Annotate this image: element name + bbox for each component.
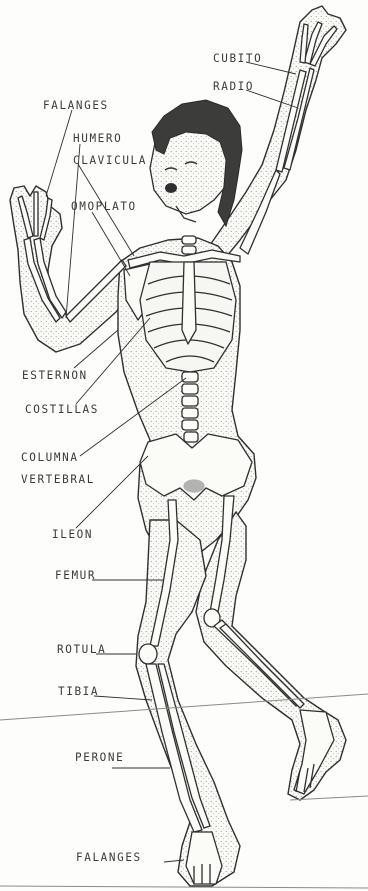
label-rotula: ROTULA bbox=[57, 644, 106, 657]
label-esternon: ESTERNON bbox=[22, 370, 88, 383]
head bbox=[150, 100, 242, 226]
label-radio: RADIO bbox=[213, 81, 254, 94]
label-costillas: COSTILLAS bbox=[25, 404, 99, 417]
pointer-tibia bbox=[94, 696, 152, 700]
label-clavicula: CLAVICULA bbox=[73, 155, 147, 168]
label-vertebral: VERTEBRAL bbox=[21, 474, 95, 487]
label-perone: PERONE bbox=[75, 752, 124, 765]
pointer-humero bbox=[66, 144, 80, 318]
label-falanges-foot: FALANGES bbox=[76, 852, 142, 865]
label-cubito: CUBITO bbox=[213, 53, 262, 66]
label-falanges-hand: FALANGES bbox=[43, 100, 109, 113]
pointer-omoplato bbox=[92, 212, 130, 276]
label-omoplato: OMOPLATO bbox=[71, 201, 137, 214]
label-femur: FEMUR bbox=[55, 570, 96, 583]
label-columna: COLUMNA bbox=[21, 452, 79, 465]
pointer-falanges-hand bbox=[46, 110, 72, 196]
label-ileon: ILEON bbox=[52, 529, 93, 542]
label-tibia: TIBIA bbox=[58, 686, 99, 699]
pointer-ileon bbox=[76, 456, 148, 528]
label-humero: HUMERO bbox=[73, 133, 122, 146]
